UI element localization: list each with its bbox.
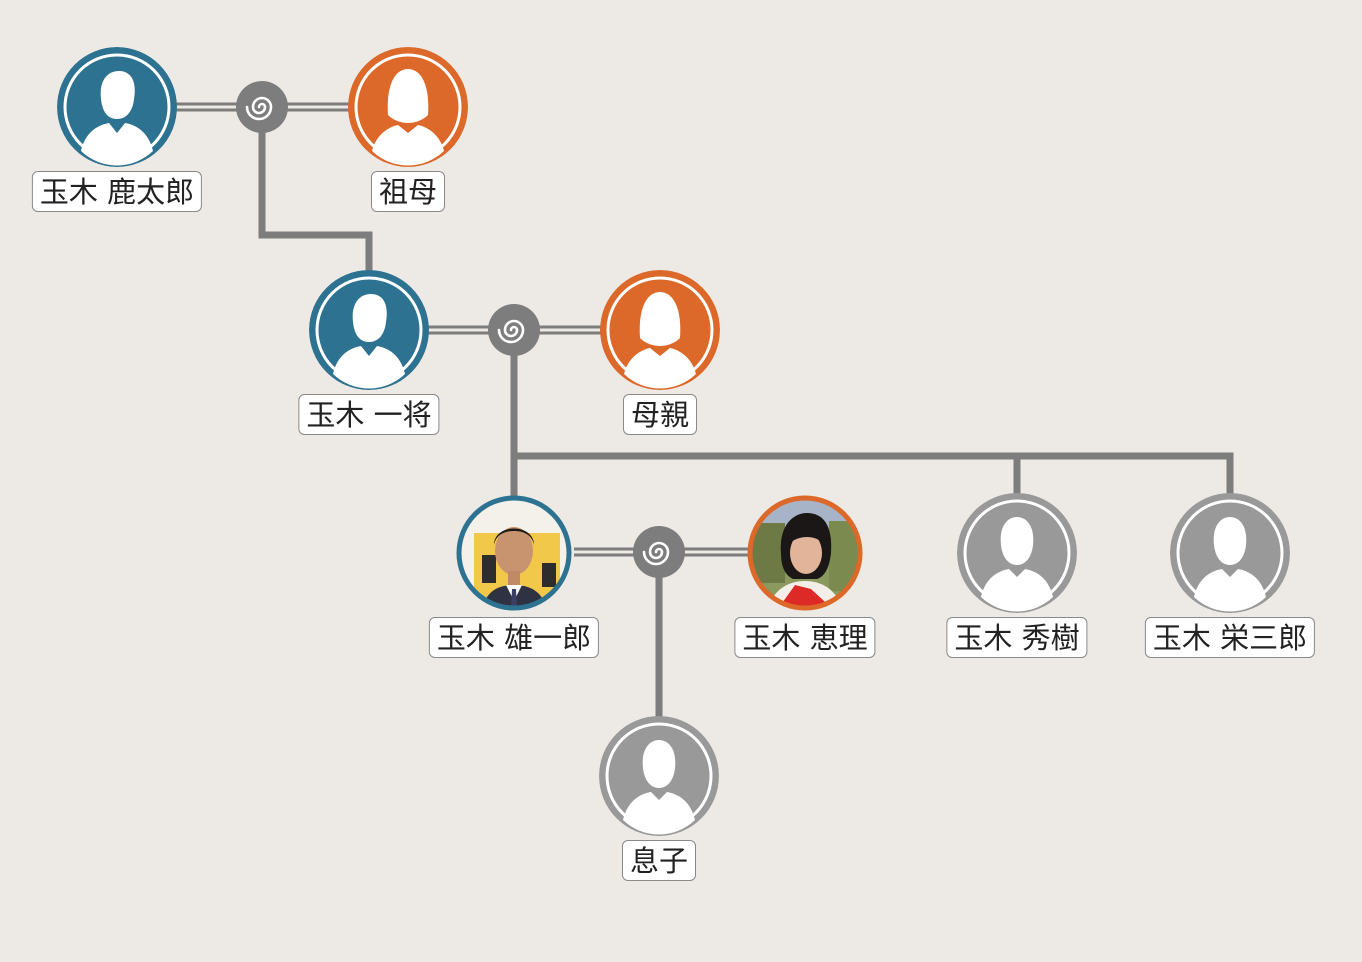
person-name-label[interactable]: 玉木 秀樹 [946, 617, 1088, 658]
union-node-yuichiro-eri[interactable] [633, 526, 685, 578]
person-name-label[interactable]: 玉木 栄三郎 [1144, 617, 1316, 658]
person-name-label[interactable]: 母親 [622, 394, 698, 435]
spiral-union-icon [236, 81, 288, 133]
spiral-union-icon [488, 304, 540, 356]
person-hideki[interactable]: 玉木 秀樹 [946, 493, 1088, 658]
person-photo [745, 493, 865, 613]
person-name-label[interactable]: 玉木 恵理 [734, 617, 876, 658]
person-mother[interactable]: 母親 [600, 270, 720, 435]
person-name-label[interactable]: 玉木 一将 [298, 394, 440, 435]
person-grandfather[interactable]: 玉木 鹿太郎 [31, 47, 203, 212]
person-grandmother[interactable]: 祖母 [348, 47, 468, 212]
union-node-parents[interactable] [488, 304, 540, 356]
male-silhouette-icon [57, 47, 177, 167]
person-yuichiro[interactable]: 玉木 雄一郎 [428, 493, 600, 658]
person-son[interactable]: 息子 [599, 716, 719, 881]
person-eizaburo[interactable]: 玉木 栄三郎 [1144, 493, 1316, 658]
person-photo [454, 493, 574, 613]
person-father[interactable]: 玉木 一将 [298, 270, 440, 435]
person-silhouette-icon [957, 493, 1077, 613]
person-name-label[interactable]: 玉木 鹿太郎 [31, 171, 203, 212]
person-name-label[interactable]: 息子 [621, 840, 697, 881]
female-silhouette-icon [600, 270, 720, 390]
union-node-grandparents[interactable] [236, 81, 288, 133]
person-name-label[interactable]: 祖母 [370, 171, 446, 212]
female-silhouette-icon [348, 47, 468, 167]
person-eri[interactable]: 玉木 恵理 [734, 493, 876, 658]
spiral-union-icon [633, 526, 685, 578]
person-name-label[interactable]: 玉木 雄一郎 [428, 617, 600, 658]
person-silhouette-icon [599, 716, 719, 836]
person-silhouette-icon [1170, 493, 1290, 613]
male-silhouette-icon [309, 270, 429, 390]
